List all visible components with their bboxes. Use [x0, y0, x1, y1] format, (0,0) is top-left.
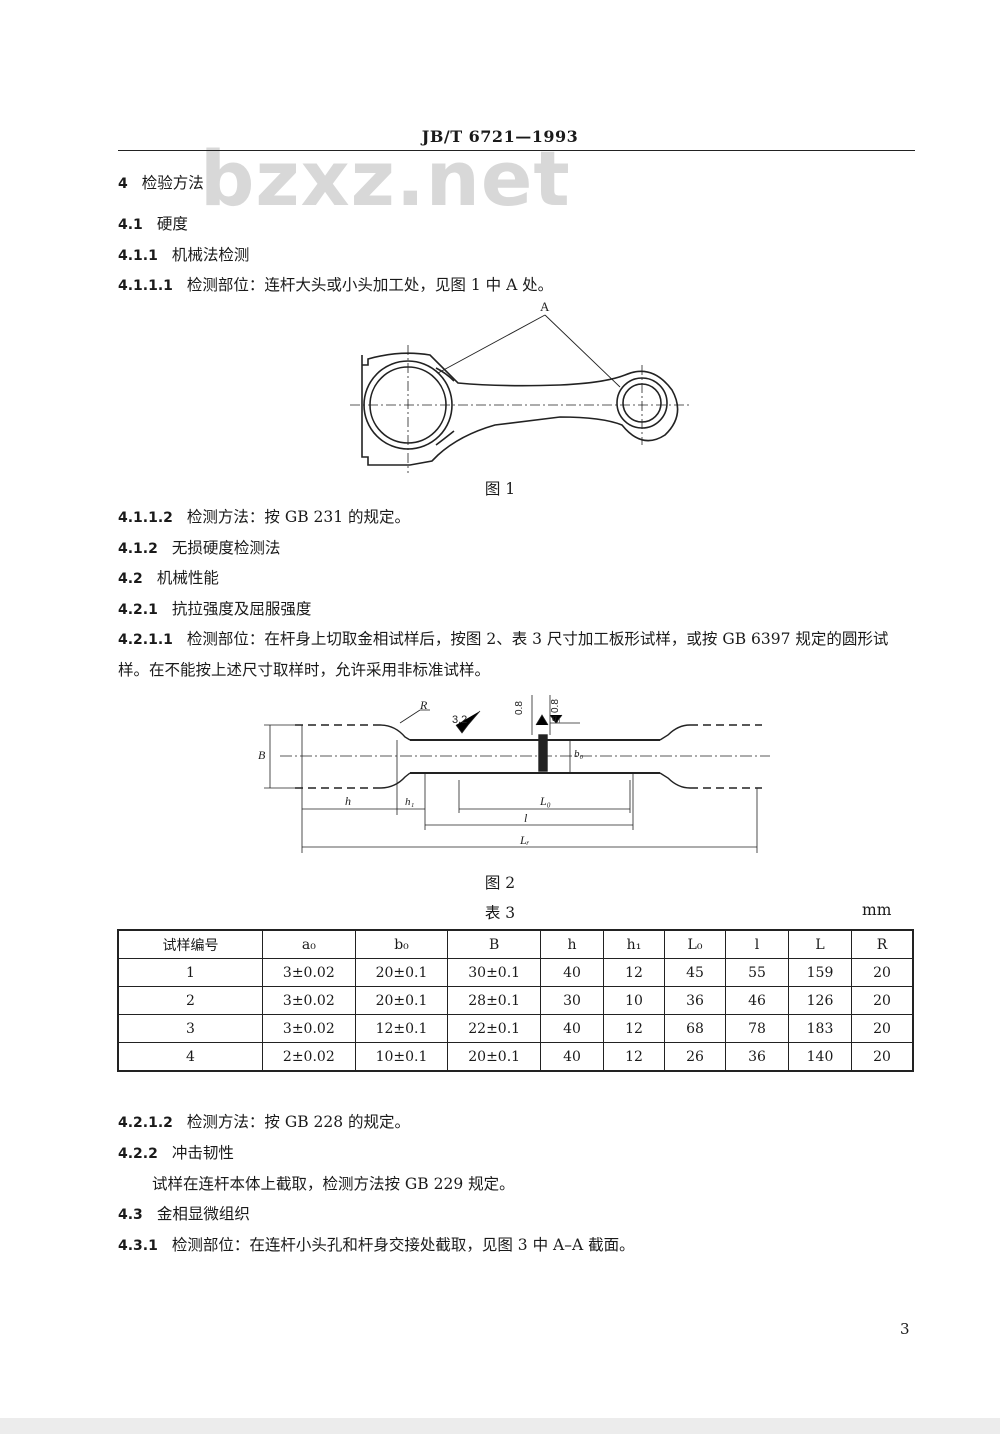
table-cell: 68 [664, 1014, 726, 1043]
table-cell: 4 [117, 1042, 263, 1072]
svg-text:B: B [258, 748, 266, 762]
col-header-h: h [540, 929, 604, 959]
svg-text:l: l [524, 811, 528, 825]
table-3-title: 表 3 [484, 904, 516, 922]
table-cell: 159 [788, 958, 852, 987]
col-header-specimen-no: 试样编号 [117, 929, 263, 959]
viewer-bottom-band [0, 1418, 1000, 1434]
table-cell: 140 [788, 1042, 852, 1072]
table-cell: 20 [851, 958, 914, 987]
table-cell: 40 [540, 1014, 604, 1043]
table-cell: 20 [851, 1014, 914, 1043]
clause-4-2-2-body: 试样在连杆本体上截取，检测方法按 GB 229 规定。 [152, 1175, 515, 1193]
table-cell: 126 [788, 986, 852, 1015]
table-row: 1 3±0.02 20±0.1 30±0.1 40 12 45 55 159 2… [117, 958, 914, 987]
col-header-L: L [788, 929, 852, 959]
col-header-l: l [725, 929, 789, 959]
table-cell: 78 [725, 1014, 789, 1043]
table-cell: 12±0.1 [354, 1014, 449, 1043]
col-header-L0: L₀ [664, 929, 726, 959]
table-3: 试样编号 a₀ b₀ B h h₁ L₀ l L R 1 3±0.02 20±0… [117, 929, 914, 1072]
svg-text:R: R [419, 698, 428, 712]
table-row: 2 3±0.02 20±0.1 28±0.1 30 10 36 46 126 2… [117, 986, 914, 1015]
table-cell: 12 [603, 1014, 665, 1043]
svg-text:L₀: L₀ [539, 794, 551, 808]
svg-text:b₀: b₀ [574, 748, 584, 760]
table-cell: 12 [603, 1042, 665, 1072]
table-cell: 3±0.02 [262, 958, 356, 987]
table-cell: 1 [117, 958, 263, 987]
figure-1-caption: 图 1 [484, 480, 516, 498]
table-cell: 30 [540, 986, 604, 1015]
table-cell: 20±0.1 [354, 986, 449, 1015]
table-cell: 12 [603, 958, 665, 987]
table-cell: 40 [540, 958, 604, 987]
svg-text:0.8: 0.8 [514, 701, 525, 715]
table-cell: 20 [851, 1042, 914, 1072]
table-cell: 28±0.1 [447, 986, 541, 1015]
figure-2-caption: 图 2 [484, 874, 516, 892]
table-row: 4 2±0.02 10±0.1 20±0.1 40 12 26 36 140 2… [117, 1042, 914, 1072]
table-cell: 40 [540, 1042, 604, 1072]
svg-text:a₀: a₀ [552, 713, 561, 724]
table-cell: 46 [725, 986, 789, 1015]
col-header-h1: h₁ [603, 929, 665, 959]
svg-text:h₁: h₁ [405, 796, 415, 808]
table-row: 3 3±0.02 12±0.1 22±0.1 40 12 68 78 183 2… [117, 1014, 914, 1043]
col-header-b0: b₀ [354, 929, 449, 959]
table-cell: 10±0.1 [354, 1042, 449, 1072]
col-header-R: R [851, 929, 914, 959]
figure-1-connecting-rod: A [350, 299, 690, 473]
table-cell: 2±0.02 [262, 1042, 356, 1072]
col-header-a0: a₀ [262, 929, 356, 959]
table-cell: 55 [725, 958, 789, 987]
watermark: bzxz.net [200, 134, 571, 223]
header-rule [118, 150, 915, 151]
table-header-row: 试样编号 a₀ b₀ B h h₁ L₀ l L R [117, 929, 914, 959]
table-cell: 36 [664, 986, 726, 1015]
table-cell: 22±0.1 [447, 1014, 541, 1043]
table-cell: 3±0.02 [262, 986, 356, 1015]
table-cell: 2 [117, 986, 263, 1015]
svg-text:Lᵣ: Lᵣ [519, 833, 530, 847]
svg-text:0.8: 0.8 [550, 699, 561, 713]
svg-text:3.2: 3.2 [452, 714, 467, 726]
table-cell: 3±0.02 [262, 1014, 356, 1043]
table-cell: 183 [788, 1014, 852, 1043]
table-cell: 45 [664, 958, 726, 987]
table-cell: 30±0.1 [447, 958, 541, 987]
table-cell: 10 [603, 986, 665, 1015]
col-header-B: B [447, 929, 541, 959]
figure-1-label-a: A [540, 299, 550, 314]
standard-header-title: JB/T 6721—1993 [421, 127, 579, 146]
table-cell: 20±0.1 [354, 958, 449, 987]
figure-2-plate-specimen: R 3.2 0.8 0.8 a₀ b₀ B h h₁ L₀ l Lᵣ [258, 695, 770, 853]
table-cell: 26 [664, 1042, 726, 1072]
svg-text:h: h [345, 794, 351, 808]
table-3-unit: mm [862, 901, 892, 919]
table-cell: 36 [725, 1042, 789, 1072]
table-cell: 20 [851, 986, 914, 1015]
page-number: 3 [900, 1320, 910, 1338]
table-cell: 20±0.1 [447, 1042, 541, 1072]
table-cell: 3 [117, 1014, 263, 1043]
